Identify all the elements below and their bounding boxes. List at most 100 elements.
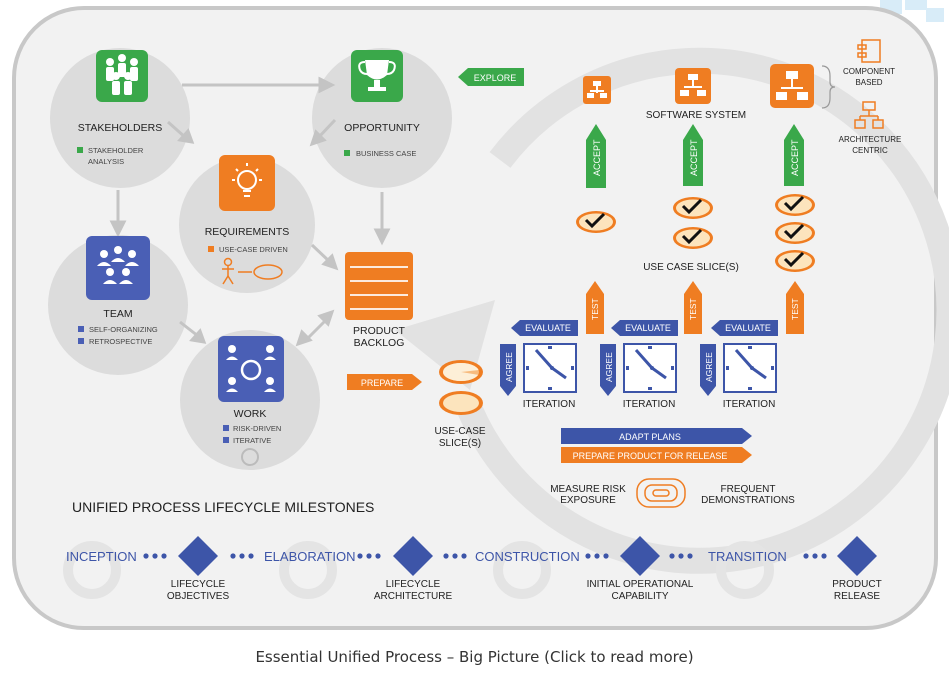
prepare-release-label: PREPARE PRODUCT FOR RELEASE xyxy=(573,451,728,461)
milestone-diamond-1 xyxy=(178,536,218,576)
checked-use-case-slices: USE CASE SLICE(S) xyxy=(576,194,815,273)
test-label-1: TEST xyxy=(590,298,600,320)
node-connectors xyxy=(109,76,391,347)
product-backlog[interactable]: PRODUCT BACKLOG xyxy=(345,252,413,349)
stakeholders-circle xyxy=(50,48,190,188)
component-icon xyxy=(857,39,881,63)
explore-arrow[interactable]: EXPLORE xyxy=(458,68,524,86)
team-bullet-1: SELF-ORGANIZING xyxy=(89,325,158,334)
explore-label: EXPLORE xyxy=(474,73,517,83)
light-bulb-icon xyxy=(219,155,275,211)
software-system-label: SOFTWARE SYSTEM xyxy=(646,110,746,121)
requirements-node[interactable]: REQUIREMENTS USE-CASE DRIVEN xyxy=(205,155,290,285)
use-case-slices-mid-label: USE CASE SLICE(S) xyxy=(643,262,739,273)
milestone-diamond-4 xyxy=(837,536,877,576)
background-cycle-arc xyxy=(458,47,949,574)
agree-arrows xyxy=(500,344,716,396)
milestone-labels: LIFECYCLE OBJECTIVES LIFECYCLE ARCHITECT… xyxy=(167,579,882,602)
stakeholders-title: STAKEHOLDERS xyxy=(78,122,162,134)
milestone-4-line-1: PRODUCT xyxy=(832,579,881,590)
use-case-slices-left-line-1: USE-CASE xyxy=(434,426,485,437)
work-cycle-icon xyxy=(218,336,284,402)
work-title: WORK xyxy=(234,408,267,420)
requirements-circle xyxy=(179,157,315,293)
stakeholders-bullet-1: STAKEHOLDER xyxy=(88,146,144,155)
iteration-clocks: ITERATION ITERATION ITERATION xyxy=(523,343,777,410)
prepare-label: PREPARE xyxy=(361,378,403,388)
evaluate-label-2: EVALUATE xyxy=(625,323,671,333)
adapt-plans-bar: ADAPT PLANS xyxy=(561,428,752,444)
component-based-line-1: COMPONENT xyxy=(843,67,895,76)
architecture-centric-line-2: CENTRIC xyxy=(852,146,888,155)
phase-inception: INCEPTION xyxy=(66,549,137,564)
architecture-icon xyxy=(854,101,884,129)
demonstration-loop-icon xyxy=(636,478,686,508)
milestone-2-line-2: ARCHITECTURE xyxy=(374,591,453,602)
phase-construction: CONSTRUCTION xyxy=(475,549,580,564)
product-backlog-line-1: PRODUCT xyxy=(353,325,406,337)
team-title: TEAM xyxy=(103,308,132,320)
milestone-diamond-2 xyxy=(393,536,433,576)
risk-demos: MEASURE RISK EXPOSURE FREQUENT DEMONSTRA… xyxy=(550,478,795,508)
evaluate-label-1: EVALUATE xyxy=(525,323,571,333)
frequent-demos-line-2: DEMONSTRATIONS xyxy=(701,495,795,506)
agree-label-2: AGREE xyxy=(604,352,614,382)
requirements-bullet-1: USE-CASE DRIVEN xyxy=(219,245,288,254)
component-based: COMPONENT BASED xyxy=(843,39,895,87)
milestone-3-line-2: CAPABILITY xyxy=(611,591,668,602)
opportunity-title: OPPORTUNITY xyxy=(344,122,420,134)
opportunity-bullet-1: BUSINESS CASE xyxy=(356,149,416,158)
software-system-icons: SOFTWARE SYSTEM xyxy=(583,64,836,121)
milestone-timeline: INCEPTION ELABORATION CONSTRUCTION TRANS… xyxy=(66,549,787,564)
component-based-line-2: BASED xyxy=(855,78,882,87)
iterate-icon xyxy=(241,448,259,466)
milestone-3-line-1: INITIAL OPERATIONAL xyxy=(587,579,694,590)
milestone-4-line-2: RELEASE xyxy=(834,591,880,602)
use-case-slices-left: USE-CASE SLICE(S) xyxy=(434,360,486,449)
iteration-label-3: ITERATION xyxy=(723,399,776,410)
measure-risk-line-1: MEASURE RISK xyxy=(550,484,626,495)
iteration-label-1: ITERATION xyxy=(523,399,576,410)
evaluate-label-3: EVALUATE xyxy=(725,323,771,333)
work-bullet-1: RISK-DRIVEN xyxy=(233,424,281,433)
test-label-2: TEST xyxy=(688,298,698,320)
milestone-diamond-3 xyxy=(620,536,660,576)
product-backlog-line-2: BACKLOG xyxy=(354,337,405,349)
milestone-1-line-1: LIFECYCLE xyxy=(171,579,226,590)
measure-risk-line-2: EXPOSURE xyxy=(560,495,616,506)
accept-label-3: ACCEPT xyxy=(790,139,800,176)
team-bullet-2: RETROSPECTIVE xyxy=(89,337,152,346)
milestone-1-line-2: OBJECTIVES xyxy=(167,591,230,602)
evaluate-arrows xyxy=(511,320,778,336)
figure-caption-link[interactable]: Essential Unified Process – Big Picture … xyxy=(255,648,694,666)
accept-label-1: ACCEPT xyxy=(592,139,602,176)
team-node[interactable]: TEAM SELF-ORGANIZING RETROSPECTIVE xyxy=(78,236,158,346)
architecture-centric-line-1: ARCHITECTURE xyxy=(839,135,902,144)
milestone-2-line-1: LIFECYCLE xyxy=(386,579,441,590)
iteration-label-2: ITERATION xyxy=(623,399,676,410)
phase-elaboration: ELABORATION xyxy=(264,549,356,564)
architecture-centric: ARCHITECTURE CENTRIC xyxy=(839,101,902,155)
prepare-release-bar: PREPARE PRODUCT FOR RELEASE xyxy=(561,447,752,463)
actor-use-case-icon xyxy=(222,257,283,285)
requirements-title: REQUIREMENTS xyxy=(205,226,290,238)
test-label-3: TEST xyxy=(790,298,800,320)
accept-label-2: ACCEPT xyxy=(689,139,699,176)
milestone-diamonds xyxy=(178,536,877,576)
agree-label-3: AGREE xyxy=(704,352,714,382)
opportunity-node[interactable]: OPPORTUNITY BUSINESS CASE xyxy=(344,50,420,158)
work-bullet-2: ITERATIVE xyxy=(233,436,271,445)
accept-arrows xyxy=(586,124,804,188)
phase-transition: TRANSITION xyxy=(708,549,787,564)
agree-label-1: AGREE xyxy=(504,352,514,382)
team-icon xyxy=(86,236,150,300)
timeline-dots xyxy=(143,553,827,559)
frequent-demos-line-1: FREQUENT xyxy=(721,484,776,495)
prepare-arrow[interactable]: PREPARE xyxy=(347,374,422,390)
test-arrows xyxy=(586,281,804,334)
stakeholders-node[interactable]: STAKEHOLDERS STAKEHOLDER ANALYSIS xyxy=(77,50,162,166)
work-node[interactable]: WORK RISK-DRIVEN ITERATIVE xyxy=(218,336,284,466)
adapt-plans-label: ADAPT PLANS xyxy=(619,432,681,442)
use-case-slices-left-line-2: SLICE(S) xyxy=(439,438,481,449)
